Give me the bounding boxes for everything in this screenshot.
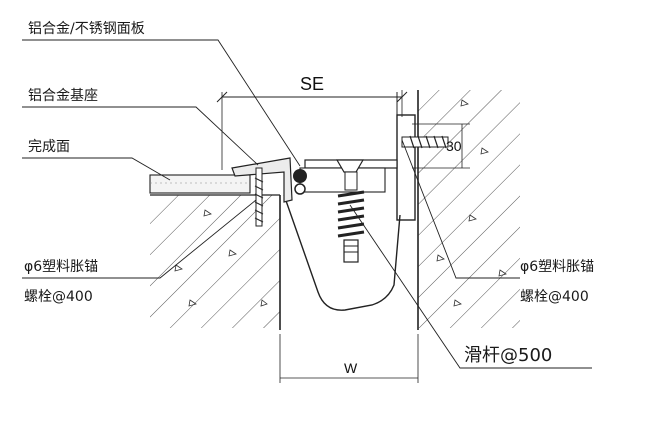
left-finish-layer (149, 174, 251, 194)
left-anchor-bolt (254, 167, 264, 227)
aluminum-base (231, 157, 293, 203)
right-anchor-bolt (401, 135, 449, 149)
finish-surface-label: 完成面 (28, 139, 70, 155)
slide-bar-screw (335, 159, 365, 263)
slide-bar-label: 滑杆@500 (464, 345, 552, 366)
se-dimension-label: SE (300, 74, 324, 94)
thirty-dimension-label: 30 (446, 138, 462, 154)
base-label: 铝合金基座 (28, 87, 98, 104)
left-anchor-label-line2: 螺栓@400 (24, 289, 93, 305)
right-anchor-label-line2: 螺栓@400 (520, 289, 589, 305)
panel-label: 铝合金/不锈钢面板 (28, 21, 145, 37)
w-dimension-label: W (344, 360, 358, 376)
left-concrete-slab (150, 194, 281, 330)
right-concrete-wall (417, 90, 520, 330)
right-base-plate (396, 92, 416, 221)
leader-lines (22, 39, 592, 369)
thirty-dimension: 30 (412, 123, 470, 169)
v-cavity (283, 194, 401, 311)
right-anchor-label-line1: φ6塑料胀锚 (520, 259, 594, 275)
left-anchor-label-line1: φ6塑料胀锚 (24, 259, 98, 275)
w-dimension: W (279, 334, 419, 383)
se-dimension: SE (216, 74, 408, 170)
